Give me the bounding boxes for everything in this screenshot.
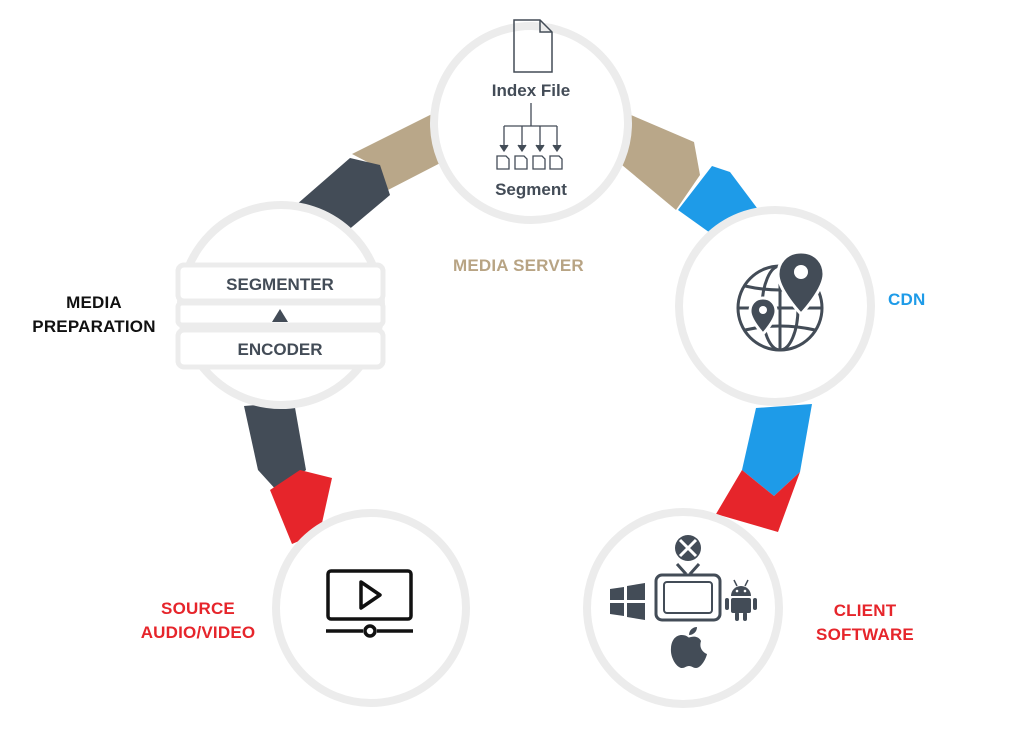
segment-files-icon [496, 103, 563, 170]
xbox-icon [675, 535, 701, 561]
encoder-box [175, 327, 386, 370]
map-pin-large-icon [776, 250, 826, 317]
arrow-cdn-to-client-red [716, 470, 800, 532]
client-caption-line2: SOFTWARE [816, 625, 914, 644]
play-video-icon [326, 569, 413, 638]
tv-icon [654, 562, 722, 622]
android-icon [725, 579, 757, 621]
media-prep-caption-line1: MEDIA [66, 293, 122, 312]
arrow-prep-to-server [352, 112, 450, 190]
triangle-up-icon [272, 309, 288, 322]
arrow-server-to-cdn [616, 112, 700, 210]
client-caption: CLIENT SOFTWARE [799, 599, 931, 647]
client-caption-line1: CLIENT [833, 601, 897, 620]
index-file-label: Index File [492, 81, 570, 100]
media-prep-caption-line2: PREPARATION [32, 317, 156, 336]
arrow-source-to-prep [244, 402, 306, 492]
media-prep-caption: MEDIA PREPARATION [27, 291, 161, 339]
segment-label: Segment [495, 180, 567, 199]
arrow-cdn-to-client [742, 404, 812, 496]
windows-icon [610, 583, 645, 620]
source-caption-line1: SOURCE [161, 599, 235, 618]
apple-icon [670, 627, 707, 668]
source-caption: SOURCE AUDIO/VIDEO [131, 597, 265, 645]
segmenter-label: SEGMENTER [226, 275, 334, 294]
encoder-label: ENCODER [237, 340, 322, 359]
source-circle [272, 509, 470, 707]
document-icon [513, 19, 553, 73]
media-server-caption: MEDIA SERVER [453, 256, 584, 275]
source-caption-line2: AUDIO/VIDEO [140, 623, 256, 642]
map-pin-small-icon [748, 296, 778, 337]
cdn-caption: CDN [888, 290, 926, 309]
client-circle [583, 508, 783, 708]
